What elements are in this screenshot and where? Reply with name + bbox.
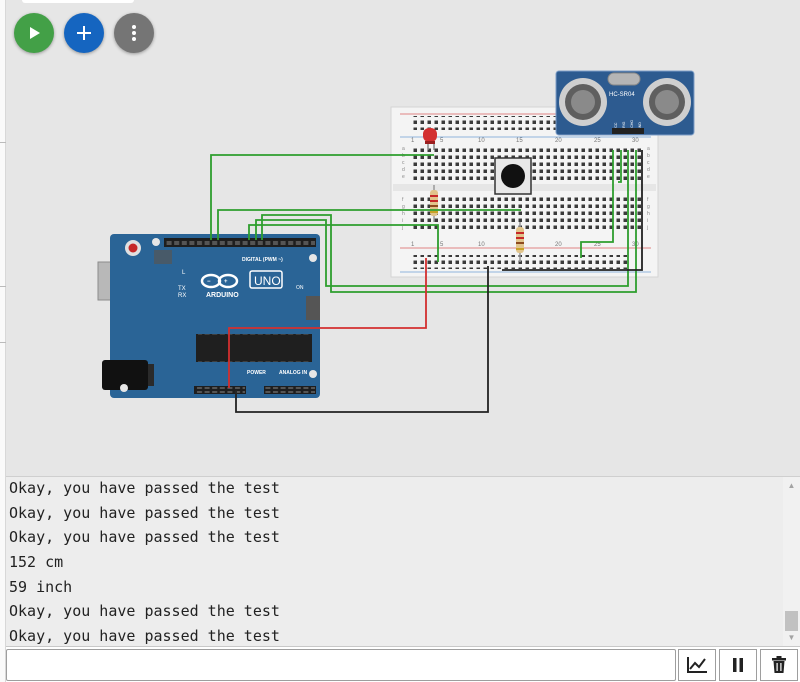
svg-text:f: f [647,197,649,203]
serial-line: Okay, you have passed the test [9,503,280,522]
svg-text:10: 10 [478,242,485,248]
serial-input-field[interactable] [6,649,676,681]
svg-text:TRIG: TRIG [622,121,626,130]
arduino-logo: − + ARDUINO [200,273,239,299]
svg-text:25: 25 [594,242,601,248]
svg-text:i: i [647,218,648,224]
svg-text:ECHO: ECHO [630,120,634,130]
svg-text:1: 1 [411,242,415,248]
svg-text:h: h [402,211,405,217]
svg-text:g: g [647,204,650,210]
svg-text:20: 20 [555,138,562,144]
serial-line: Okay, you have passed the test [9,528,280,547]
svg-text:h: h [647,211,650,217]
svg-text:d: d [647,167,650,173]
svg-text:ARDUINO: ARDUINO [206,292,239,299]
svg-text:20: 20 [555,242,562,248]
pause-button[interactable] [719,649,757,681]
power-jack [102,360,148,390]
uno-label: UNO [254,274,281,288]
trash-icon [772,656,786,673]
svg-text:a: a [402,146,405,152]
svg-text:RX: RX [178,293,186,299]
pause-icon [733,658,743,672]
serial-scrollbar[interactable]: ▲ ▼ [783,477,800,646]
svg-text:c: c [647,160,650,166]
plus-icon [77,26,91,40]
serial-output: Okay, you have passed the test Okay, you… [9,477,280,646]
top-tab-indicator [22,0,134,3]
add-component-button[interactable] [64,13,104,53]
svg-text:e: e [647,174,650,180]
serial-line: 59 inch [9,577,73,596]
reset-button [128,243,138,253]
svg-text:g: g [402,204,405,210]
svg-text:25: 25 [594,138,601,144]
svg-text:b: b [402,153,405,159]
svg-text:GND: GND [638,122,642,130]
svg-text:1: 1 [411,138,415,144]
svg-text:ON: ON [296,285,304,291]
svg-text:30: 30 [632,138,639,144]
svg-text:j: j [646,225,648,231]
left-panel-edge [0,0,6,682]
svg-text:HC-SR04: HC-SR04 [609,92,635,98]
breadboard-row-letters: a b c d e f g h i j a b c d e f g h i j [401,146,650,231]
svg-text:15: 15 [516,138,523,144]
scroll-up-arrow-icon[interactable]: ▲ [787,481,796,490]
serial-line: Okay, you have passed the test [9,602,280,621]
serial-input-bar [6,646,800,682]
serial-monitor[interactable]: Okay, you have passed the test Okay, you… [6,476,800,646]
svg-text:POWER: POWER [247,370,266,376]
svg-text:L: L [182,270,186,276]
svg-text:DIGITAL (PWM ~): DIGITAL (PWM ~) [242,257,283,263]
svg-text:e: e [402,174,405,180]
simulation-canvas[interactable]: 1 5 10 15 20 25 30 1 5 10 15 20 25 30 a … [6,0,800,476]
svg-text:c: c [402,160,405,166]
scroll-thumb[interactable] [785,611,798,631]
run-simulation-button[interactable] [14,13,54,53]
svg-text:f: f [402,197,404,203]
scroll-down-arrow-icon[interactable]: ▼ [787,633,796,642]
svg-text:i: i [402,218,403,224]
svg-text:d: d [402,167,405,173]
svg-text:VCC: VCC [614,122,618,130]
svg-text:5: 5 [440,242,444,248]
serial-line: Okay, you have passed the test [9,479,280,497]
wires[interactable] [210,150,643,413]
push-button[interactable] [494,157,532,195]
play-icon [30,27,40,39]
hc-sr04-sensor[interactable]: HC-SR04 VCC TRIG ECHO GND [555,70,695,136]
serial-line: Okay, you have passed the test [9,627,280,646]
chart-line-icon [687,657,707,673]
svg-text:a: a [647,146,650,152]
atmega-chip [196,334,312,362]
svg-text:+: + [224,279,228,285]
svg-text:10: 10 [478,138,485,144]
serial-line: 152 cm [9,553,64,572]
clear-button[interactable] [760,649,798,681]
svg-text:−: − [207,279,211,285]
svg-text:j: j [401,225,403,231]
svg-text:ANALOG IN: ANALOG IN [279,370,307,376]
svg-text:TX: TX [178,286,186,292]
more-menu-button[interactable] [114,13,154,53]
more-vert-icon [132,25,136,41]
red-led[interactable] [423,128,437,150]
svg-text:5: 5 [440,138,444,144]
circuit-diagram[interactable]: 1 5 10 15 20 25 30 1 5 10 15 20 25 30 a … [6,0,800,476]
svg-text:b: b [647,153,650,159]
resistor-2[interactable] [516,222,524,262]
arduino-uno-board[interactable]: DIGITAL (PWM ~) TX RX L ON POWER ANALOG … [97,234,320,398]
serial-plotter-button[interactable] [678,649,716,681]
